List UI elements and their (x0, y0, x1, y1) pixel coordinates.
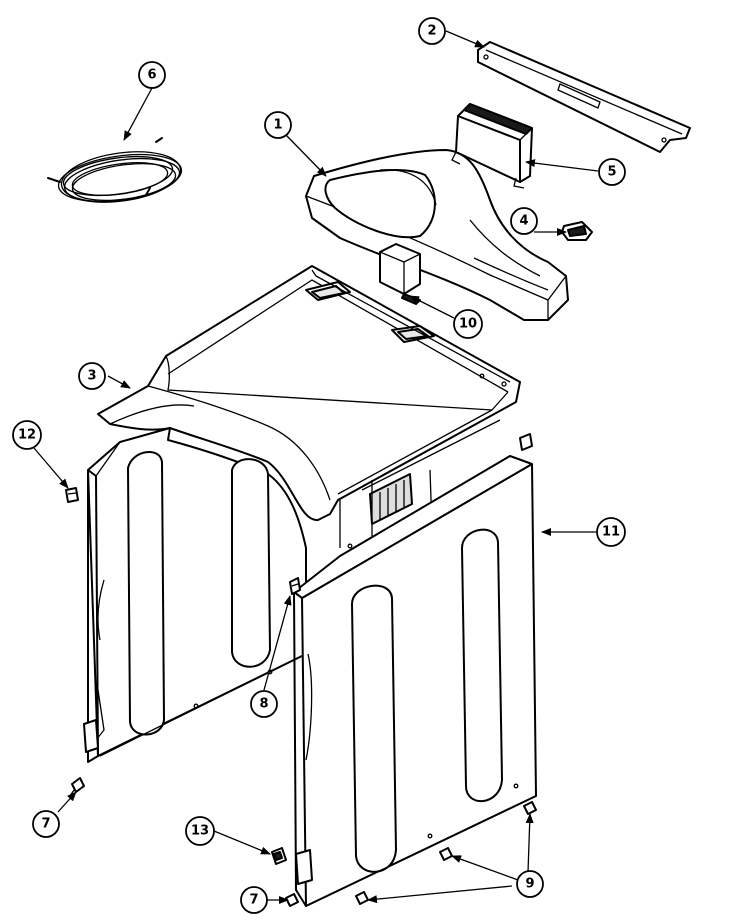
callout-13: 13 (185, 816, 215, 846)
svg-text:1: 1 (273, 118, 282, 133)
right-side-panel-11 (293, 433, 537, 907)
part-8-clip (289, 577, 301, 595)
part-6-cord (47, 137, 183, 203)
svg-text:12: 12 (18, 428, 36, 443)
callout-10: 10 (453, 309, 483, 339)
callout-5: 5 (598, 158, 626, 186)
part-2-bracket (477, 41, 691, 153)
part-10-block (379, 243, 421, 305)
svg-text:6: 6 (147, 68, 156, 83)
left-side-panel (83, 427, 307, 763)
callout-1: 1 (264, 111, 292, 139)
svg-text:10: 10 (459, 317, 477, 332)
callout-3: 3 (78, 362, 106, 390)
svg-text:5: 5 (607, 165, 616, 180)
callout-2: 2 (418, 17, 446, 45)
svg-text:9: 9 (525, 877, 534, 892)
callout-12: 12 (12, 420, 42, 450)
callout-8: 8 (250, 690, 278, 718)
part-4-clip (561, 221, 593, 241)
callout-9: 9 (516, 870, 544, 898)
svg-text:3: 3 (87, 369, 96, 384)
svg-text:8: 8 (259, 697, 268, 712)
cabinet-back-frame (339, 419, 501, 548)
svg-text:7: 7 (249, 893, 258, 908)
part-5-module (451, 103, 533, 189)
callout-7-left: 7 (32, 810, 60, 838)
callout-6: 6 (138, 61, 166, 89)
callout-7-bottom: 7 (240, 886, 268, 914)
svg-text:13: 13 (191, 824, 209, 839)
callout-4: 4 (510, 207, 538, 235)
part-7-screw-left (69, 777, 85, 797)
part-12-clip (65, 487, 79, 503)
svg-text:7: 7 (41, 817, 50, 832)
svg-text:2: 2 (427, 24, 436, 39)
leader-lines (33, 30, 599, 904)
svg-text:4: 4 (519, 214, 528, 229)
part-3-top (97, 265, 521, 522)
part-13-clip (271, 847, 287, 865)
svg-text:11: 11 (602, 525, 620, 540)
callout-11: 11 (596, 517, 626, 547)
